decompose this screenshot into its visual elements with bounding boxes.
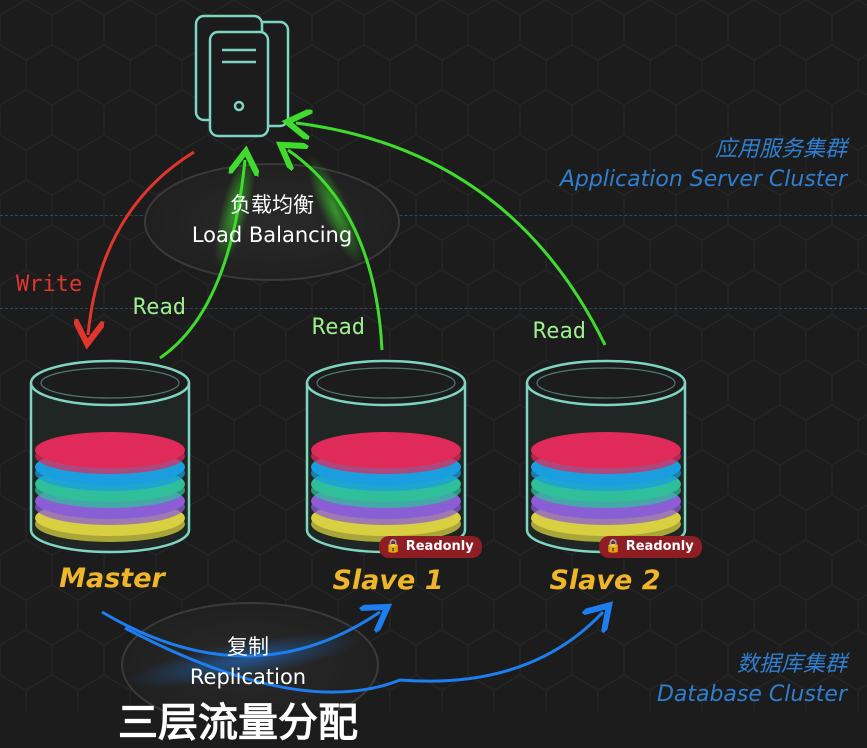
replication-en: Replication — [189, 665, 307, 689]
read-label: Read — [312, 315, 365, 340]
replication-zh: 复制 — [227, 635, 269, 659]
load-balancer-label: 负载均衡 Load Balancing — [172, 190, 372, 250]
readonly-badge: 🔒 Readonly — [379, 536, 482, 558]
app-zone-label: 应用服务集群 Application Server Cluster — [560, 135, 847, 195]
replication-label: 复制 Replication — [148, 632, 348, 692]
database-cylinder — [525, 359, 687, 554]
db-zone-en: Database Cluster — [656, 682, 847, 707]
database-cylinder — [305, 359, 467, 554]
architecture-diagram — [29, 14, 687, 711]
app-zone-zh: 应用服务集群 — [714, 137, 847, 162]
partial-caption: 三层流量分配 — [118, 700, 358, 746]
db-zone-label: 数据库集群 Database Cluster — [657, 650, 847, 710]
lock-icon: 🔒 — [605, 539, 622, 554]
zone-divider — [0, 215, 867, 216]
read-label: Read — [133, 295, 186, 320]
write-label: Write — [16, 272, 83, 297]
lock-icon: 🔒 — [385, 539, 402, 554]
read-arrow-slave2 — [296, 123, 607, 346]
readonly-badge-label: Readonly — [625, 539, 694, 554]
replication-arrow-slave2 — [124, 612, 603, 694]
app-zone-en: Application Server Cluster — [559, 167, 847, 192]
zone-divider — [0, 308, 867, 309]
db-name-slave1: Slave 1 — [332, 565, 444, 596]
readonly-badge-label: Readonly — [405, 539, 474, 554]
replication-arrow-slave1 — [101, 612, 380, 658]
load-balancer-zh: 负载均衡 — [230, 193, 314, 217]
read-arrow-slave1 — [288, 150, 384, 351]
server-icon — [194, 14, 290, 138]
write-arrow — [88, 150, 195, 335]
readonly-badge: 🔒 Readonly — [599, 536, 702, 558]
db-zone-zh: 数据库集群 — [736, 652, 847, 677]
load-balancer-en: Load Balancing — [191, 223, 353, 247]
database-cylinder — [29, 359, 191, 554]
db-name-slave2: Slave 2 — [549, 565, 661, 596]
read-label: Read — [533, 319, 586, 344]
read-arrow-master — [159, 160, 245, 360]
hex-background — [0, 0, 867, 711]
db-name-master: Master — [59, 563, 165, 594]
